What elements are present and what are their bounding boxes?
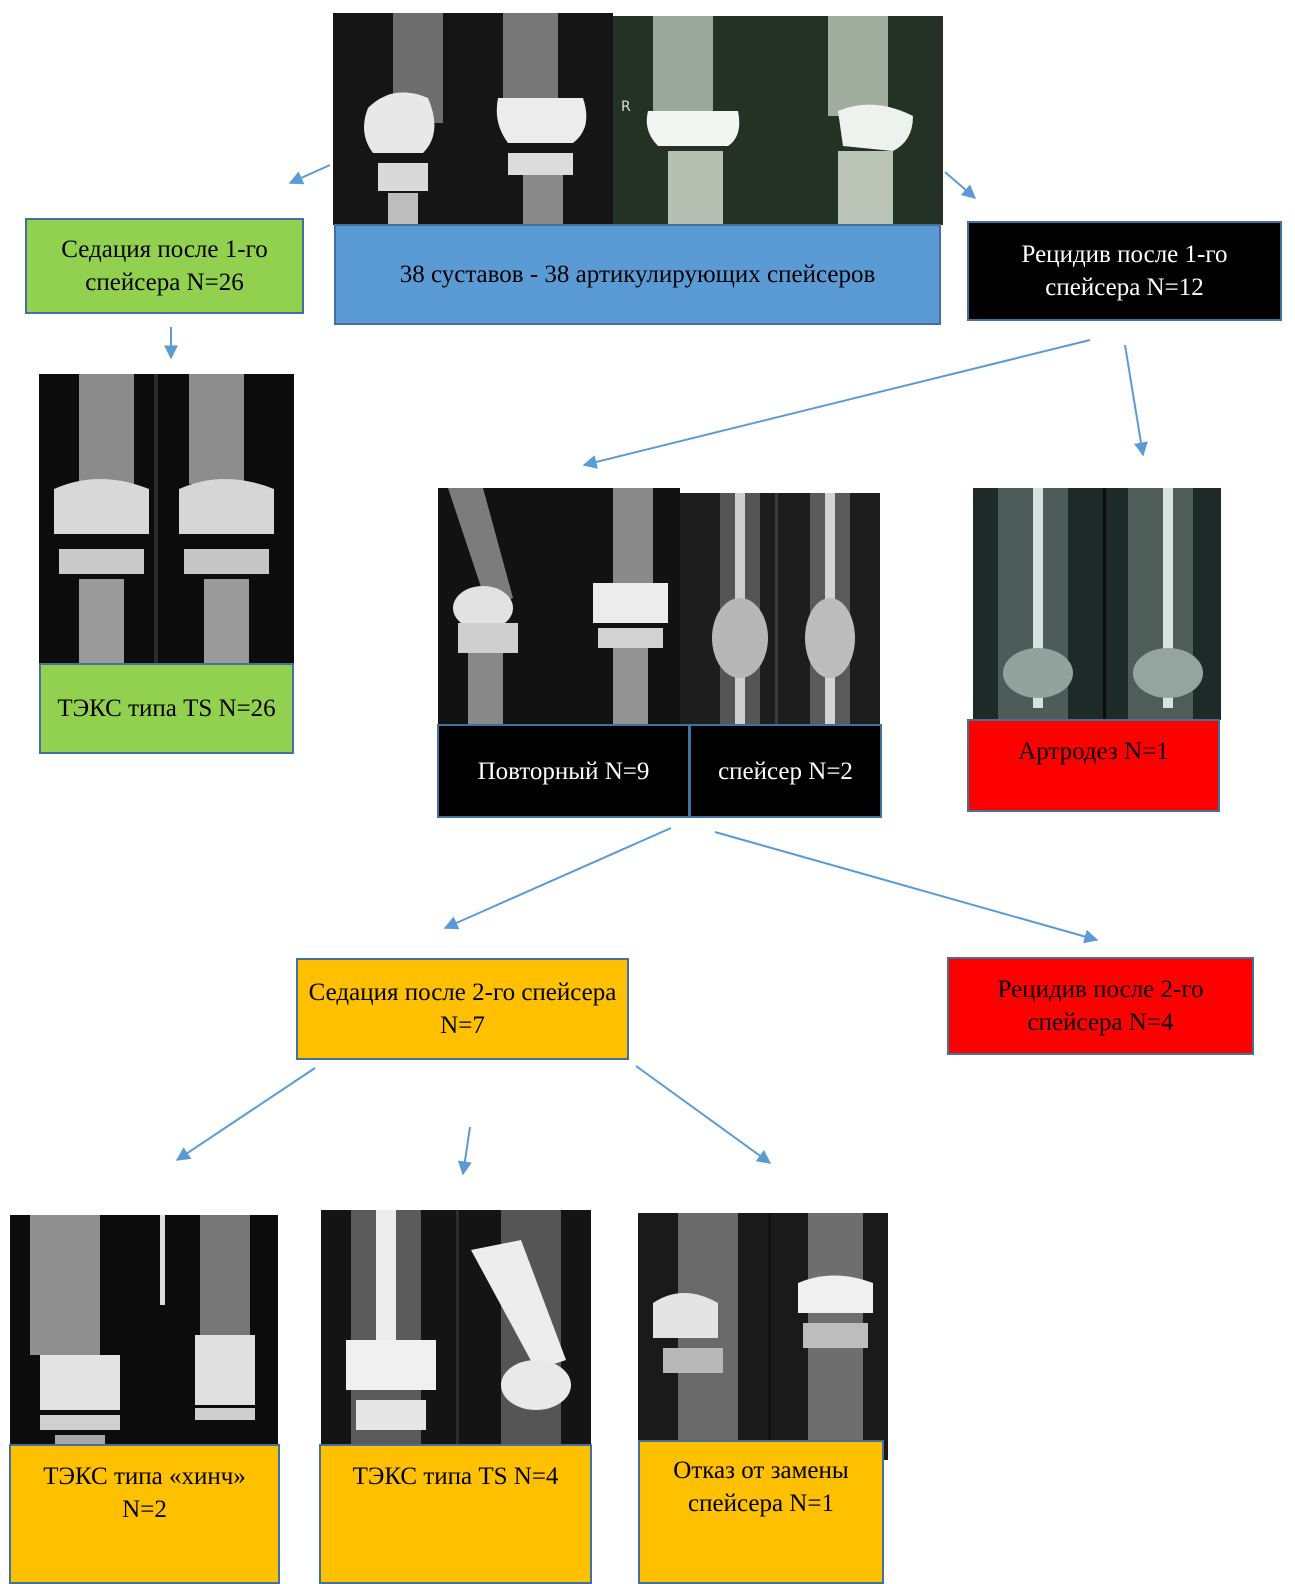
sedation2-box: Седация после 2-го спейсера N=7 xyxy=(296,958,629,1060)
sedation1-label: Седация после 1-го спейсера N=26 xyxy=(35,233,294,299)
tka-ts-1-box: ТЭКС типа TS N=26 xyxy=(39,663,294,754)
relapse2-box: Рецидив после 2-го спейсера N=4 xyxy=(947,957,1254,1055)
spacer-label: спейсер N=2 xyxy=(718,755,853,788)
arrow-repeat-to-relapse2 xyxy=(715,832,1097,940)
arrow-repeat-to-sedation2 xyxy=(445,828,671,928)
arrow-relapse1-to-repeat xyxy=(584,340,1090,465)
relapse2-label: Рецидив после 2-го спейсера N=4 xyxy=(957,973,1244,1039)
sedation1-box: Седация после 1-го спейсера N=26 xyxy=(25,218,304,314)
tka-ts-1-label: ТЭКС типа TS N=26 xyxy=(57,692,275,725)
relapse1-box: Рецидив после 1-го спейсера N=12 xyxy=(967,221,1282,321)
tka-hinge-box: ТЭКС типа «хинч» N=2 xyxy=(9,1444,280,1584)
repeat-box: Повторный N=9 xyxy=(437,724,690,818)
arrow-sedation2-to-hinge xyxy=(177,1068,315,1160)
tka-ts-2-box: ТЭКС типа TS N=4 xyxy=(319,1444,592,1584)
sedation2-label: Седация после 2-го спейсера N=7 xyxy=(306,976,619,1042)
repeat-label: Повторный N=9 xyxy=(478,755,650,788)
arthrodesis-box: Артродез N=1 xyxy=(967,719,1220,812)
tka-ts-2-label: ТЭКС типа TS N=4 xyxy=(353,1460,559,1493)
tka-hinge-label: ТЭКС типа «хинч» N=2 xyxy=(19,1460,270,1526)
refusal-label: Отказ от замены спейсера N=1 xyxy=(648,1454,874,1520)
arrow-relapse1-to-arthrodesis xyxy=(1125,345,1143,455)
spacer-box: спейсер N=2 xyxy=(689,724,882,818)
root-box: 38 суставов - 38 артикулирующих спейсеро… xyxy=(334,224,941,325)
arrow-root-to-relapse1 xyxy=(945,172,975,198)
refusal-box: Отказ от замены спейсера N=1 xyxy=(638,1440,884,1584)
arrow-sedation2-to-ts xyxy=(463,1127,470,1174)
relapse1-label: Рецидив после 1-го спейсера N=12 xyxy=(977,238,1272,304)
arrow-root-to-sedation1 xyxy=(290,165,330,183)
arthrodesis-label: Артродез N=1 xyxy=(1018,735,1169,768)
arrow-sedation2-to-refusal xyxy=(636,1066,770,1163)
root-label: 38 суставов - 38 артикулирующих спейсеро… xyxy=(400,258,876,291)
